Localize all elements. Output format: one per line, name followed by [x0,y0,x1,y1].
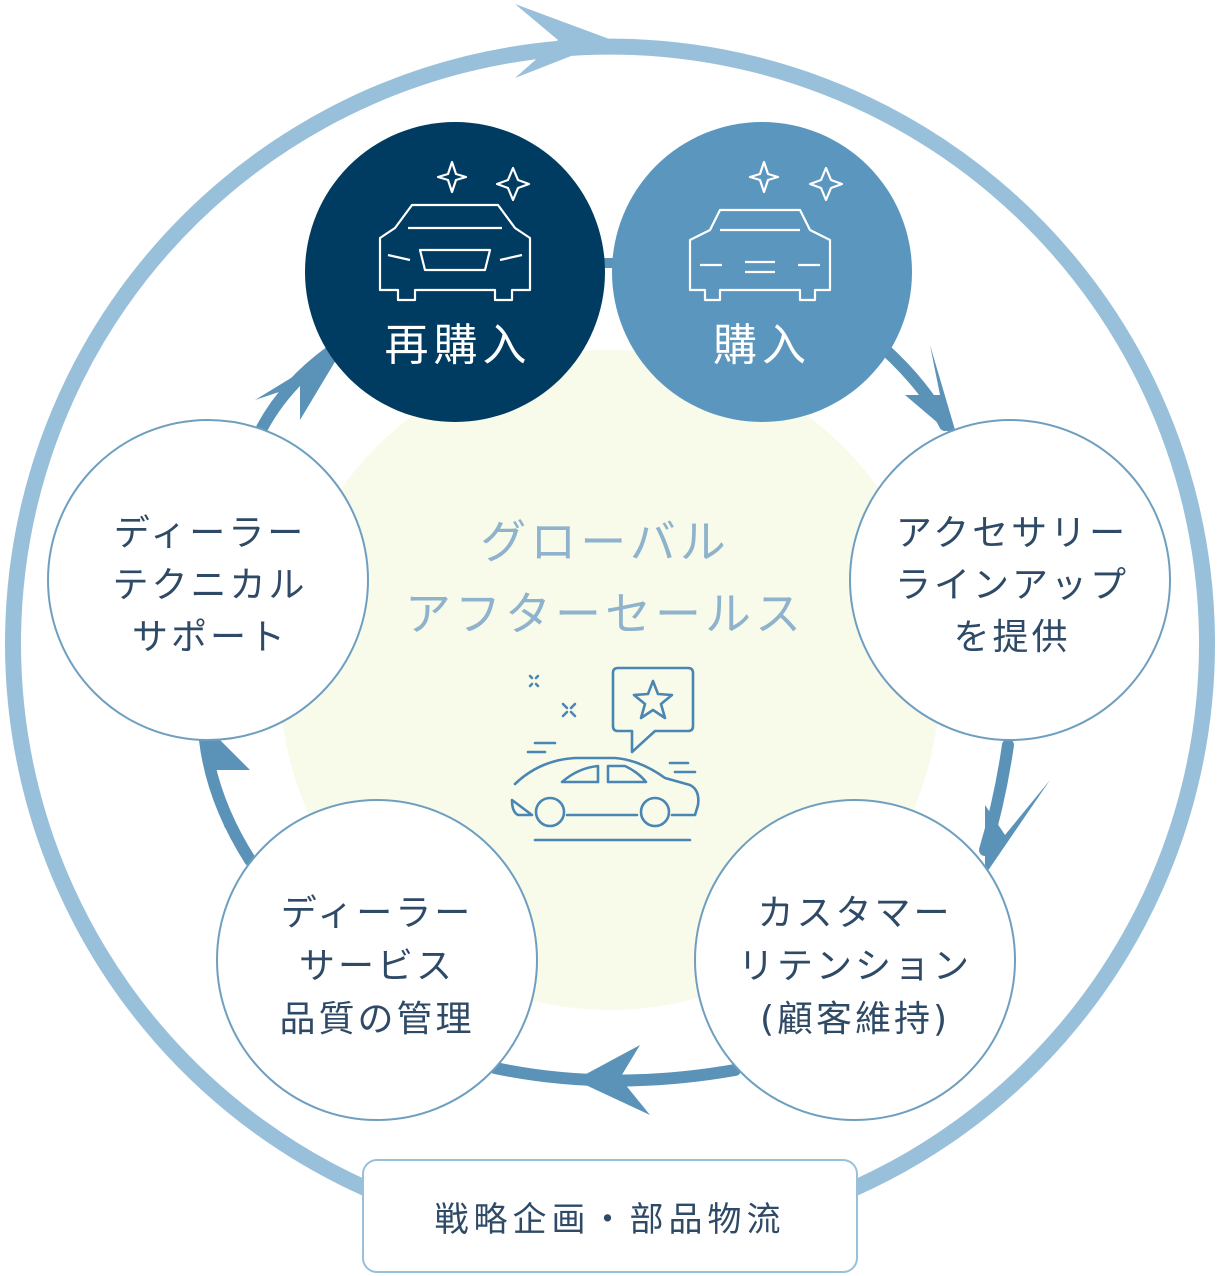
node-retention-line1: カスタマー [757,893,952,934]
node-rebuy: 再購入 [305,122,605,422]
arrowhead-retention [985,780,1050,875]
node-buy-label: 購入 [713,320,811,371]
node-quality-line1: ディーラー [281,893,473,934]
arrowhead-support [200,720,250,830]
center-title-line2: アフターセールス [405,587,805,641]
node-support: ディーラー テクニカル サポート [47,419,369,741]
arrowhead-accessory [905,345,958,440]
node-accessory-line1: アクセサリー [896,513,1128,554]
top-connector [590,258,630,268]
node-support-line2: テクニカル [112,565,307,606]
car-with-star-review-icon [510,666,700,842]
arrowhead-rebuy [255,345,345,420]
outer-ring [5,38,1215,1196]
outer-ring-arrowhead [515,4,612,78]
node-quality-line2: サービス [299,946,455,987]
node-retention-line2: リテンション [738,946,972,987]
car-sparkle-icon [378,160,532,302]
node-rebuy-label: 再購入 [385,320,532,371]
center-title-line1: グローバル [480,515,730,569]
node-retention-line3: (顧客維持) [760,999,950,1040]
footer-label: 戦略企画・部品物流 [435,1200,786,1240]
node-quality: ディーラー サービス 品質の管理 [216,799,538,1121]
arrowhead-quality [575,1045,650,1115]
cycle-arrowheads [200,345,1050,1115]
node-support-line3: サポート [132,617,288,658]
node-support-line1: ディーラー [114,513,306,554]
node-retention: カスタマー リテンション (顧客維持) [694,799,1016,1121]
node-quality-line3: 品質の管理 [279,999,474,1040]
node-accessory-line3: を提供 [953,617,1070,658]
node-buy: 購入 [612,122,912,422]
footer-box: 戦略企画・部品物流 [362,1159,858,1273]
node-accessory-line2: ラインアップ [895,565,1129,606]
node-accessory: アクセサリー ラインアップ を提供 [849,419,1171,741]
car-sparkle-icon [688,160,844,302]
